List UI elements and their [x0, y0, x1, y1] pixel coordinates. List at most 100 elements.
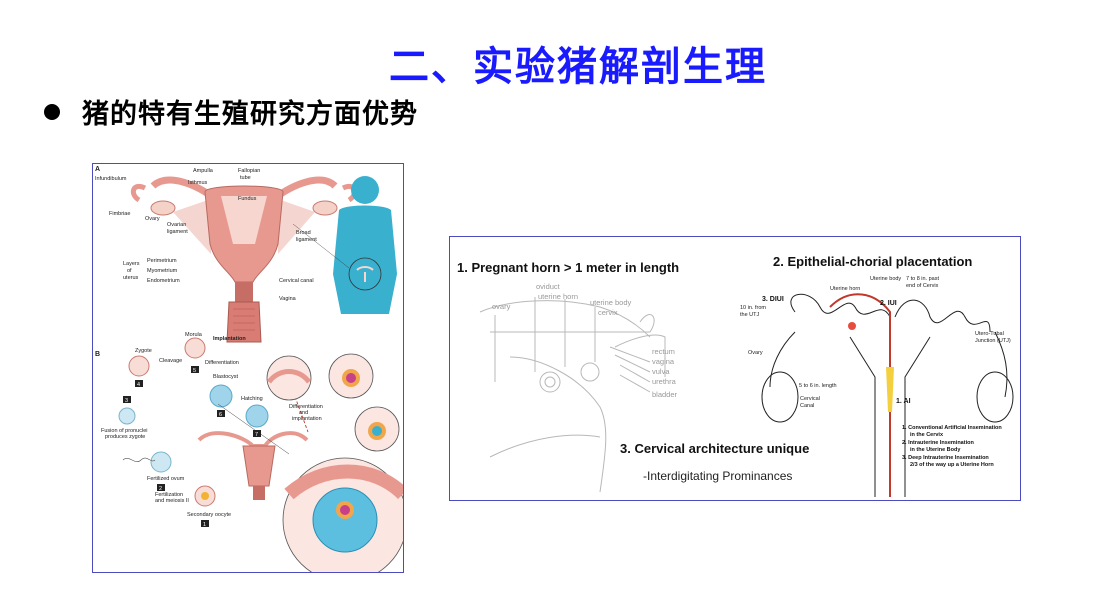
tract-length: 5 to 6 in. length: [799, 383, 837, 389]
label-diff-impl-1: Differentiation: [289, 404, 323, 410]
label-perimetrium: Perimetrium: [147, 258, 177, 264]
tract-from-utj-1: 10 in. from: [740, 305, 766, 311]
label-layers: Layers: [123, 261, 140, 267]
zygote-cell: [128, 355, 150, 377]
fusion-cell: [118, 407, 136, 425]
label-infundibulum: Infundibulum: [95, 176, 127, 182]
broad-ligament-left: [173, 199, 211, 254]
sketch-bladder: bladder: [652, 390, 678, 399]
legend-line-4: in the Uterine Body: [910, 447, 961, 453]
label-ovarian-ligament: ligament: [167, 229, 188, 235]
label-ampulla: Ampulla: [193, 168, 214, 174]
label-hatching: Hatching: [241, 396, 263, 402]
uterine-cavity: [221, 196, 267, 244]
pig-anatomy-sketch: [479, 297, 666, 493]
tract-ovary: Ovary: [748, 350, 763, 356]
step-1: 1: [203, 522, 206, 528]
implanted-blastocyst: [312, 487, 378, 553]
label-fusion-2: produces zygote: [105, 434, 145, 440]
label-fertilization-1: Fertilization: [155, 492, 183, 498]
legend-line-5: 3. Deep Intrauterine Insemination: [902, 455, 989, 461]
human-reproduction-figure: A Ampulla Fallopian tube Infundibulum Is…: [92, 163, 404, 573]
label-diff-impl-3: implantation: [292, 416, 322, 422]
sketch-uterine-body: uterine body: [590, 298, 632, 307]
sketch-cervix: cervix: [598, 308, 618, 317]
legend-line-2: in the Cervix: [910, 432, 944, 438]
step-7: 7: [255, 432, 258, 438]
fimbriae-left: [130, 184, 147, 203]
hatching-cell: [245, 404, 269, 428]
ovary-right: [312, 200, 338, 216]
label-morula: Morula: [185, 332, 203, 338]
legend-line-3: 2. Intrauterine Insemination: [902, 440, 974, 446]
tract-uterine-body: Uterine body: [870, 276, 901, 282]
tract-utj-1: Utero-Tubal: [975, 331, 1004, 337]
label-ovarian: Ovarian: [167, 222, 186, 228]
sketch-vulva: vulva: [652, 367, 670, 376]
legend-line-1: 1. Conventional Artificial Insemination: [902, 425, 1002, 431]
ovary-left: [150, 200, 176, 216]
uterus-small: [242, 445, 276, 487]
insemination-legend: 1. Conventional Artificial Insemination …: [902, 425, 1002, 468]
label-fimbriae: Fimbriae: [109, 211, 130, 217]
pig-reproduction-illustration: 1. Pregnant horn > 1 meter in length 2. …: [457, 254, 1014, 497]
label-cleavage: Cleavage: [159, 358, 182, 364]
step-4: 4: [137, 382, 140, 388]
label-zygote: Zygote: [135, 348, 152, 354]
label-implantation: Implantation: [213, 336, 246, 342]
panel-a-letter: A: [95, 166, 100, 173]
tract-past-cervix-1: 7 to 8 in. past: [906, 276, 939, 282]
label-uterus: uterus: [123, 275, 139, 281]
sketch-ovary: ovary: [492, 302, 511, 311]
tract-ai: 1. AI: [896, 398, 911, 405]
label-blastocyst: Blastocyst: [213, 374, 239, 380]
label-myometrium: Myometrium: [147, 268, 178, 274]
morula-cell: [184, 337, 206, 359]
diui-target: [848, 322, 856, 330]
sketch-uterine-horn: uterine horn: [538, 292, 578, 301]
bullet-text: 猪的特有生殖研究方面优势: [82, 99, 418, 130]
step-6: 6: [219, 412, 222, 418]
cervix: [235, 282, 253, 302]
bullet-point: 猪的特有生殖研究方面优势: [44, 92, 418, 131]
label-fusion-1: Fusion of pronuclei: [101, 428, 147, 434]
human-reproduction-illustration: A Ampulla Fallopian tube Infundibulum Is…: [95, 166, 403, 572]
label-broad-ligament: ligament: [296, 237, 317, 243]
label-secondary: Secondary oocyte: [187, 512, 231, 518]
label-diff-impl-2: and: [299, 410, 308, 416]
label-broad: Broad: [296, 230, 311, 236]
sperm-trails: [122, 457, 156, 462]
sketch-rectum: rectum: [652, 347, 675, 356]
step-badges: 1 2 3 4 5 6 7: [123, 366, 261, 528]
point-placentation: 2. Epithelial-chorial placentation: [773, 254, 972, 269]
label-vagina: Vagina: [279, 296, 297, 302]
pig-tract-diagram: [761, 293, 1014, 497]
sketch-vagina: vagina: [652, 357, 675, 366]
label-fertilization-2: and meiosis II: [155, 498, 189, 504]
tract-utj-2: Junction (UTJ): [975, 338, 1011, 344]
point-pregnant-horn: 1. Pregnant horn > 1 meter in length: [457, 260, 679, 275]
point-cervical-architecture: 3. Cervical architecture unique: [620, 441, 809, 456]
human-silhouette: [292, 176, 397, 314]
label-fallopian: Fallopian: [238, 168, 260, 174]
sketch-urethra: urethra: [652, 377, 677, 386]
label-isthmus: Isthmus: [188, 180, 208, 186]
tract-diui: 3. DIUI: [762, 296, 784, 303]
label-differentiation: Differentiation: [205, 360, 239, 366]
tract-cervical: Cervical: [800, 396, 820, 402]
tract-iui: 2. IUI: [880, 300, 897, 307]
tract-canal: Canal: [800, 403, 814, 409]
tract-from-utj-2: the UTJ: [740, 312, 760, 318]
ai-target: [886, 367, 894, 412]
panel-b-letter: B: [95, 351, 100, 358]
label-fundus: Fundus: [238, 196, 257, 202]
slide-title: 二、实验猪解剖生理: [389, 44, 767, 90]
vagina: [226, 301, 262, 343]
tract-uterine-horn: Uterine horn: [830, 286, 860, 292]
sketch-oviduct: oviduct: [536, 282, 561, 291]
fertilized-ovum: [150, 451, 172, 473]
bullet-icon: [44, 103, 60, 120]
insemination-catheter: [829, 293, 891, 497]
label-endometrium: Endometrium: [147, 278, 180, 284]
blastocyst-cell: [209, 384, 233, 408]
